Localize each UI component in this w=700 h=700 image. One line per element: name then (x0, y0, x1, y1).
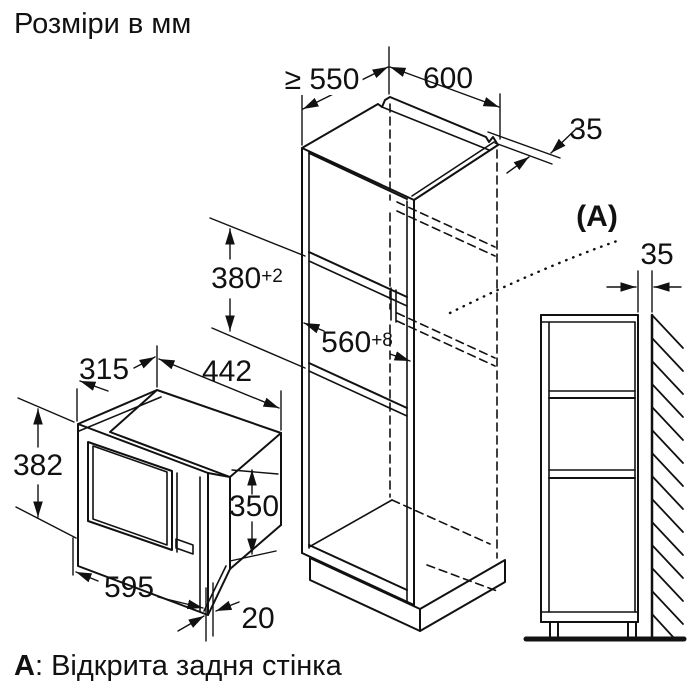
dimension-lines (15, 46, 682, 642)
dim-appliance-body-height: 350 (228, 490, 280, 523)
dim-appliance-front-offset: 20 (241, 602, 275, 635)
control-display (175, 538, 194, 555)
pointer-dotted-line (448, 239, 619, 315)
door-window (87, 441, 173, 551)
dim-niche-height-value: 380 (211, 262, 262, 295)
section-label-a: (А) (576, 200, 618, 233)
dim-appliance-front-width: 595 (103, 571, 155, 604)
side-view-drawing (523, 313, 687, 642)
cabinet-iso-drawing (301, 96, 619, 632)
dim-cabinet-width: 600 (422, 62, 474, 95)
legend-note: А: Відкрита задня стінка (14, 650, 342, 683)
dim-cabinet-top-rail: 35 (569, 113, 603, 146)
dim-niche-width: 560+8 (321, 328, 393, 358)
legend-key: А (14, 650, 35, 682)
cabinet-hidden-edges (389, 103, 498, 592)
dim-appliance-front-height: 382 (12, 449, 64, 482)
dim-niche-width-value: 560 (321, 326, 372, 359)
dim-niche-height: 380+2 (211, 264, 283, 294)
page-title: Розміри в мм (14, 8, 192, 40)
dim-niche-height-tolerance: +2 (261, 266, 283, 287)
legend-text: : Відкрита задня стінка (34, 650, 342, 682)
dim-cabinet-depth-min: ≥ 550 (281, 65, 363, 95)
dim-appliance-body-width: 442 (201, 355, 253, 388)
wall-hatching (651, 314, 684, 639)
appliance-drawing (77, 389, 282, 616)
dim-niche-width-tolerance: +8 (371, 330, 393, 351)
dim-appliance-depth: 315 (78, 353, 130, 386)
dim-wall-gap: 35 (640, 238, 674, 271)
